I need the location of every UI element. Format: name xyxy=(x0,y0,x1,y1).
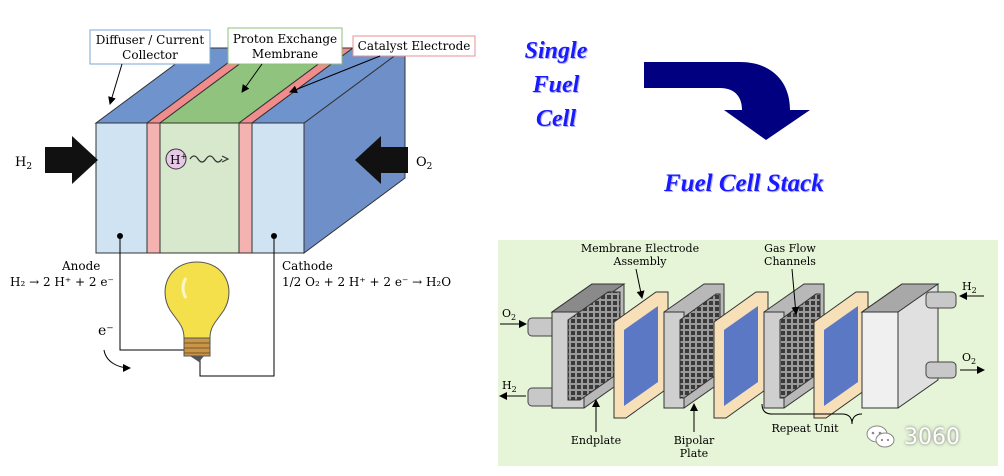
gas-flow-label-line2: Channels xyxy=(764,255,816,268)
catalyst-front-left xyxy=(146,122,161,254)
h2-label: H2 xyxy=(15,155,32,172)
cathode-wire xyxy=(199,236,275,377)
membrane-label-line1: Proton Exchange xyxy=(233,32,337,46)
single-cell: H+ H2 O2 Diffuser / Current Collector Pr… xyxy=(10,27,476,377)
electron-label: e⁻ xyxy=(98,323,114,339)
repeat-unit-bracket xyxy=(761,403,863,425)
proton-label: H+ xyxy=(170,152,187,167)
title-line-3: Cell xyxy=(536,106,576,132)
watermark-text: 3060 xyxy=(904,424,960,450)
proton-wave-arrow xyxy=(221,155,230,163)
mea-label-line1: Membrane Electrode xyxy=(581,242,699,255)
membrane-leader xyxy=(241,63,263,93)
membrane-label-line2: Membrane xyxy=(252,47,318,61)
electron-flow-arrow xyxy=(103,349,131,372)
watermark: 3060 xyxy=(866,420,960,454)
single-fuel-cell-title: Single Fuel Cell xyxy=(506,34,606,136)
stack-o2-left: O2 xyxy=(502,307,516,322)
stack-o2-right: O2 xyxy=(962,351,976,366)
proton-wave xyxy=(189,155,223,163)
transition-arrow xyxy=(644,62,810,140)
bipolar-label-line2: Plate xyxy=(680,447,708,460)
stack-h2-left: H2 xyxy=(502,379,517,394)
catalyst-front-right xyxy=(238,122,253,254)
gas-flow-label-line1: Gas Flow xyxy=(764,242,816,255)
o2-inlet-arrow xyxy=(355,136,408,184)
anode-wire xyxy=(119,236,190,351)
anode-title: Anode xyxy=(61,259,100,273)
diffuser-leader xyxy=(108,63,123,105)
membrane-front xyxy=(159,122,240,254)
anode-equation: H₂ → 2 H⁺ + 2 e⁻ xyxy=(10,275,114,289)
title-line-1: Single xyxy=(524,38,588,64)
mea-label-line2: Assembly xyxy=(613,255,668,268)
cathode-title: Cathode xyxy=(282,259,333,273)
h2-inlet-arrow xyxy=(45,136,98,184)
diffuser-label-line1: Diffuser / Current xyxy=(96,33,205,47)
cathode-equation: 1/2 O₂ + 2 H⁺ + 2 e⁻ → H₂O xyxy=(282,275,451,289)
bipolar-label-line1: Bipolar xyxy=(674,434,715,447)
catalyst-leader xyxy=(289,55,381,94)
fuel-cell-stack: O2 H2 H2 O2 Membrane Electrode Assembly … xyxy=(498,240,998,466)
wechat-icon xyxy=(866,425,895,448)
o2-label: O2 xyxy=(416,155,432,172)
diffuser-front-right xyxy=(251,122,305,254)
proton-circle xyxy=(165,148,187,170)
catalyst-label: Catalyst Electrode xyxy=(358,39,471,53)
diffuser-front-left xyxy=(95,122,148,254)
membrane-label-box xyxy=(227,27,343,65)
stack-h2-right: H2 xyxy=(962,280,977,295)
fuel-cell-stack-title: Fuel Cell Stack xyxy=(664,170,824,197)
title-line-2: Fuel xyxy=(532,72,580,98)
catalyst-label-box xyxy=(352,35,476,57)
light-bulb-icon xyxy=(164,261,230,362)
endplate-label: Endplate xyxy=(571,434,621,447)
diffuser-label-line2: Collector xyxy=(122,48,178,62)
repeat-unit-label: Repeat Unit xyxy=(771,422,839,435)
diffuser-label-box xyxy=(89,29,211,65)
